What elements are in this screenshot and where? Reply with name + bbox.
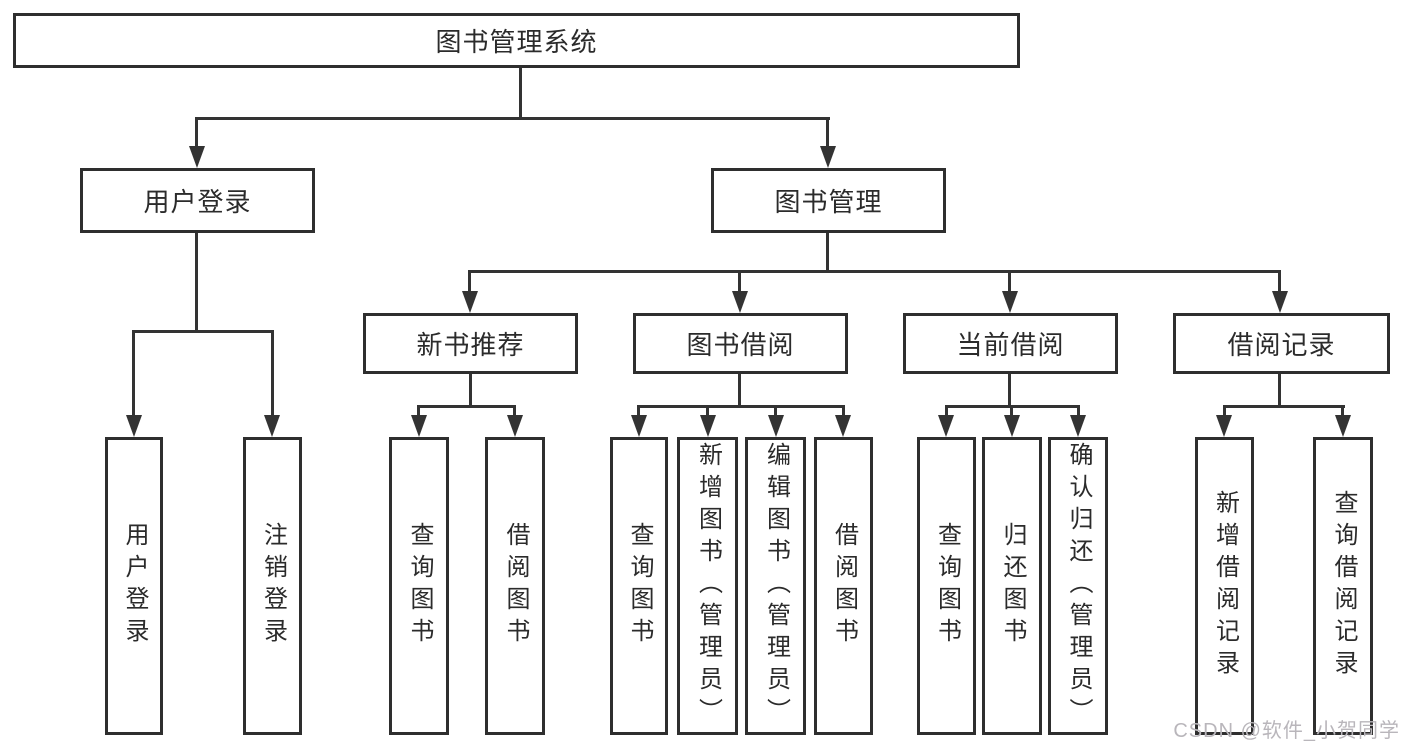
arrow-down-icon	[820, 146, 836, 168]
node-label: 新增借阅记录	[1211, 490, 1239, 682]
connector-line	[774, 405, 777, 417]
connector-line	[826, 233, 829, 273]
node-leaf-query-books-1: 查询图书	[389, 437, 449, 735]
node-label: 编辑图书（管理员）	[762, 442, 790, 730]
connector-line	[195, 233, 198, 332]
node-label: 借阅记录	[1227, 330, 1336, 360]
connector-line	[1008, 270, 1011, 293]
connector-line	[519, 68, 522, 118]
arrow-down-icon	[1216, 415, 1232, 437]
arrow-down-icon	[411, 415, 427, 437]
arrow-down-icon	[768, 415, 784, 437]
connector-line	[738, 374, 741, 408]
node-label: 新增图书（管理员）	[694, 442, 722, 730]
arrow-down-icon	[631, 415, 647, 437]
arrow-down-icon	[732, 291, 748, 313]
arrow-down-icon	[938, 415, 954, 437]
node-leaf-logout: 注销登录	[243, 437, 302, 735]
arrow-down-icon	[1004, 415, 1020, 437]
connector-line	[195, 117, 830, 120]
node-borrowing-records: 借阅记录	[1173, 313, 1390, 374]
connector-line	[1223, 405, 1226, 417]
arrow-down-icon	[700, 415, 716, 437]
connector-line	[706, 405, 709, 417]
arrow-down-icon	[1002, 291, 1018, 313]
node-label: 图书管理系统	[435, 27, 598, 57]
connector-line	[132, 330, 135, 416]
connector-line	[132, 330, 274, 333]
connector-line	[195, 117, 198, 149]
node-book-borrowing: 图书借阅	[633, 313, 848, 374]
node-label: 用户登录	[143, 187, 252, 217]
node-label: 查询图书	[933, 522, 961, 650]
connector-line	[468, 270, 1281, 273]
connector-line	[417, 405, 420, 417]
node-leaf-borrow-books-2: 借阅图书	[814, 437, 873, 735]
node-leaf-borrow-books-1: 借阅图书	[485, 437, 545, 735]
node-label: 图书管理	[774, 187, 883, 217]
node-label: 查询借阅记录	[1330, 490, 1357, 682]
node-leaf-query-borrow-record: 查询借阅记录	[1313, 437, 1373, 735]
arrow-down-icon	[462, 291, 478, 313]
connector-line	[1341, 405, 1344, 417]
connector-line	[1077, 405, 1080, 417]
node-label: 查询图书	[406, 522, 433, 650]
node-leaf-add-books-admin: 新增图书（管理员）	[677, 437, 738, 735]
arrow-down-icon	[1070, 415, 1086, 437]
connector-line	[1223, 405, 1345, 408]
node-leaf-edit-books-admin: 编辑图书（管理员）	[745, 437, 806, 735]
node-book-management: 图书管理	[711, 168, 946, 233]
connector-line	[1278, 270, 1281, 293]
arrow-down-icon	[126, 415, 142, 437]
connector-line	[1278, 374, 1281, 408]
node-leaf-query-books-3: 查询图书	[917, 437, 976, 735]
connector-line	[637, 405, 845, 408]
connector-line	[826, 117, 829, 149]
node-label: 当前借阅	[956, 330, 1065, 360]
connector-line	[1008, 374, 1011, 408]
node-leaf-user-login: 用户登录	[105, 437, 163, 735]
node-label: 图书借阅	[686, 330, 795, 360]
node-leaf-query-books-2: 查询图书	[610, 437, 668, 735]
node-label: 确认归还（管理员）	[1065, 442, 1092, 730]
connector-line	[417, 405, 516, 408]
connector-line	[1010, 405, 1013, 417]
csdn-watermark: CSDN @软件_小贺同学	[1173, 720, 1400, 742]
node-label: 新书推荐	[416, 330, 525, 360]
arrow-down-icon	[835, 415, 851, 437]
node-library-management-system: 图书管理系统	[13, 13, 1020, 68]
connector-line	[945, 405, 948, 417]
arrow-down-icon	[1335, 415, 1351, 437]
arrow-down-icon	[507, 415, 523, 437]
node-label: 借阅图书	[502, 522, 529, 650]
connector-line	[513, 405, 516, 417]
node-new-book-recommendation: 新书推荐	[363, 313, 578, 374]
node-leaf-confirm-return-admin: 确认归还（管理员）	[1048, 437, 1108, 735]
connector-line	[271, 330, 274, 416]
connector-line	[842, 405, 845, 417]
arrow-down-icon	[264, 415, 280, 437]
connector-line	[468, 270, 471, 293]
node-label: 注销登录	[259, 522, 287, 650]
arrow-down-icon	[189, 146, 205, 168]
connector-line	[469, 374, 472, 408]
node-leaf-return-books: 归还图书	[982, 437, 1042, 735]
node-user-login: 用户登录	[80, 168, 315, 233]
connector-line	[637, 405, 640, 417]
connector-line	[738, 270, 741, 293]
node-current-borrowing: 当前借阅	[903, 313, 1118, 374]
node-label: 借阅图书	[830, 522, 858, 650]
arrow-down-icon	[1272, 291, 1288, 313]
node-label: 查询图书	[626, 522, 653, 650]
node-label: 归还图书	[999, 522, 1026, 650]
node-label: 用户登录	[121, 522, 148, 650]
node-leaf-add-borrow-record: 新增借阅记录	[1195, 437, 1254, 735]
